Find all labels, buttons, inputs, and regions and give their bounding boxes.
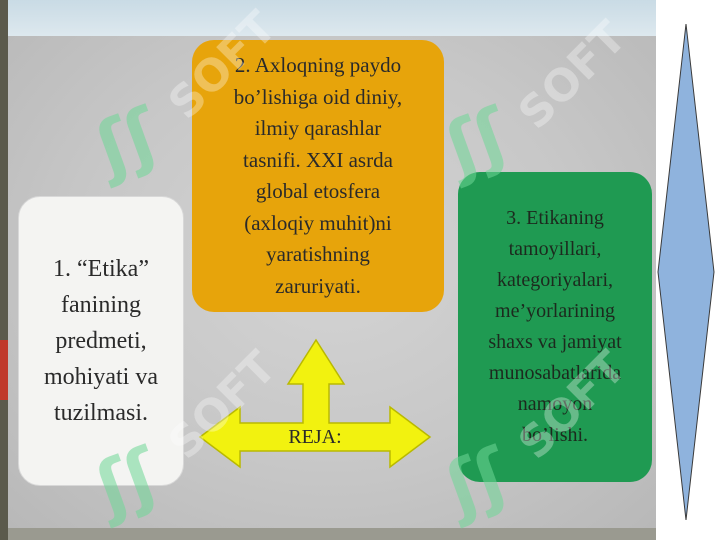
topic-box-2-text: 2. Axloqning paydo bo’lishiga oid diniy,… bbox=[233, 53, 403, 298]
topic-box-1: 1. “Etika” fanining predmeti, mohiyati v… bbox=[18, 196, 184, 486]
topic-box-2: 2. Axloqning paydo bo’lishiga oid diniy,… bbox=[192, 40, 444, 312]
reja-arrow-shape bbox=[198, 338, 432, 469]
slide-image: REJA: 1. “Etika” fanining predmeti, mohi… bbox=[8, 0, 656, 540]
topic-box-3-text: 3. Etikaning tamoyillari, kategoriyalari… bbox=[488, 207, 622, 446]
diamond-arrow-icon bbox=[657, 23, 715, 521]
topic-box-1-text: 1. “Etika” fanining predmeti, mohiyati v… bbox=[44, 256, 158, 426]
slide-footer-band bbox=[8, 528, 656, 540]
reja-label: REJA: bbox=[288, 426, 342, 448]
right-side-panel bbox=[656, 0, 720, 540]
topic-box-3: 3. Etikaning tamoyillari, kategoriyalari… bbox=[458, 172, 652, 482]
slide-header-band bbox=[8, 0, 656, 36]
left-edge-strip bbox=[0, 0, 8, 540]
left-edge-accent bbox=[0, 340, 8, 400]
three-way-arrow bbox=[198, 338, 432, 469]
